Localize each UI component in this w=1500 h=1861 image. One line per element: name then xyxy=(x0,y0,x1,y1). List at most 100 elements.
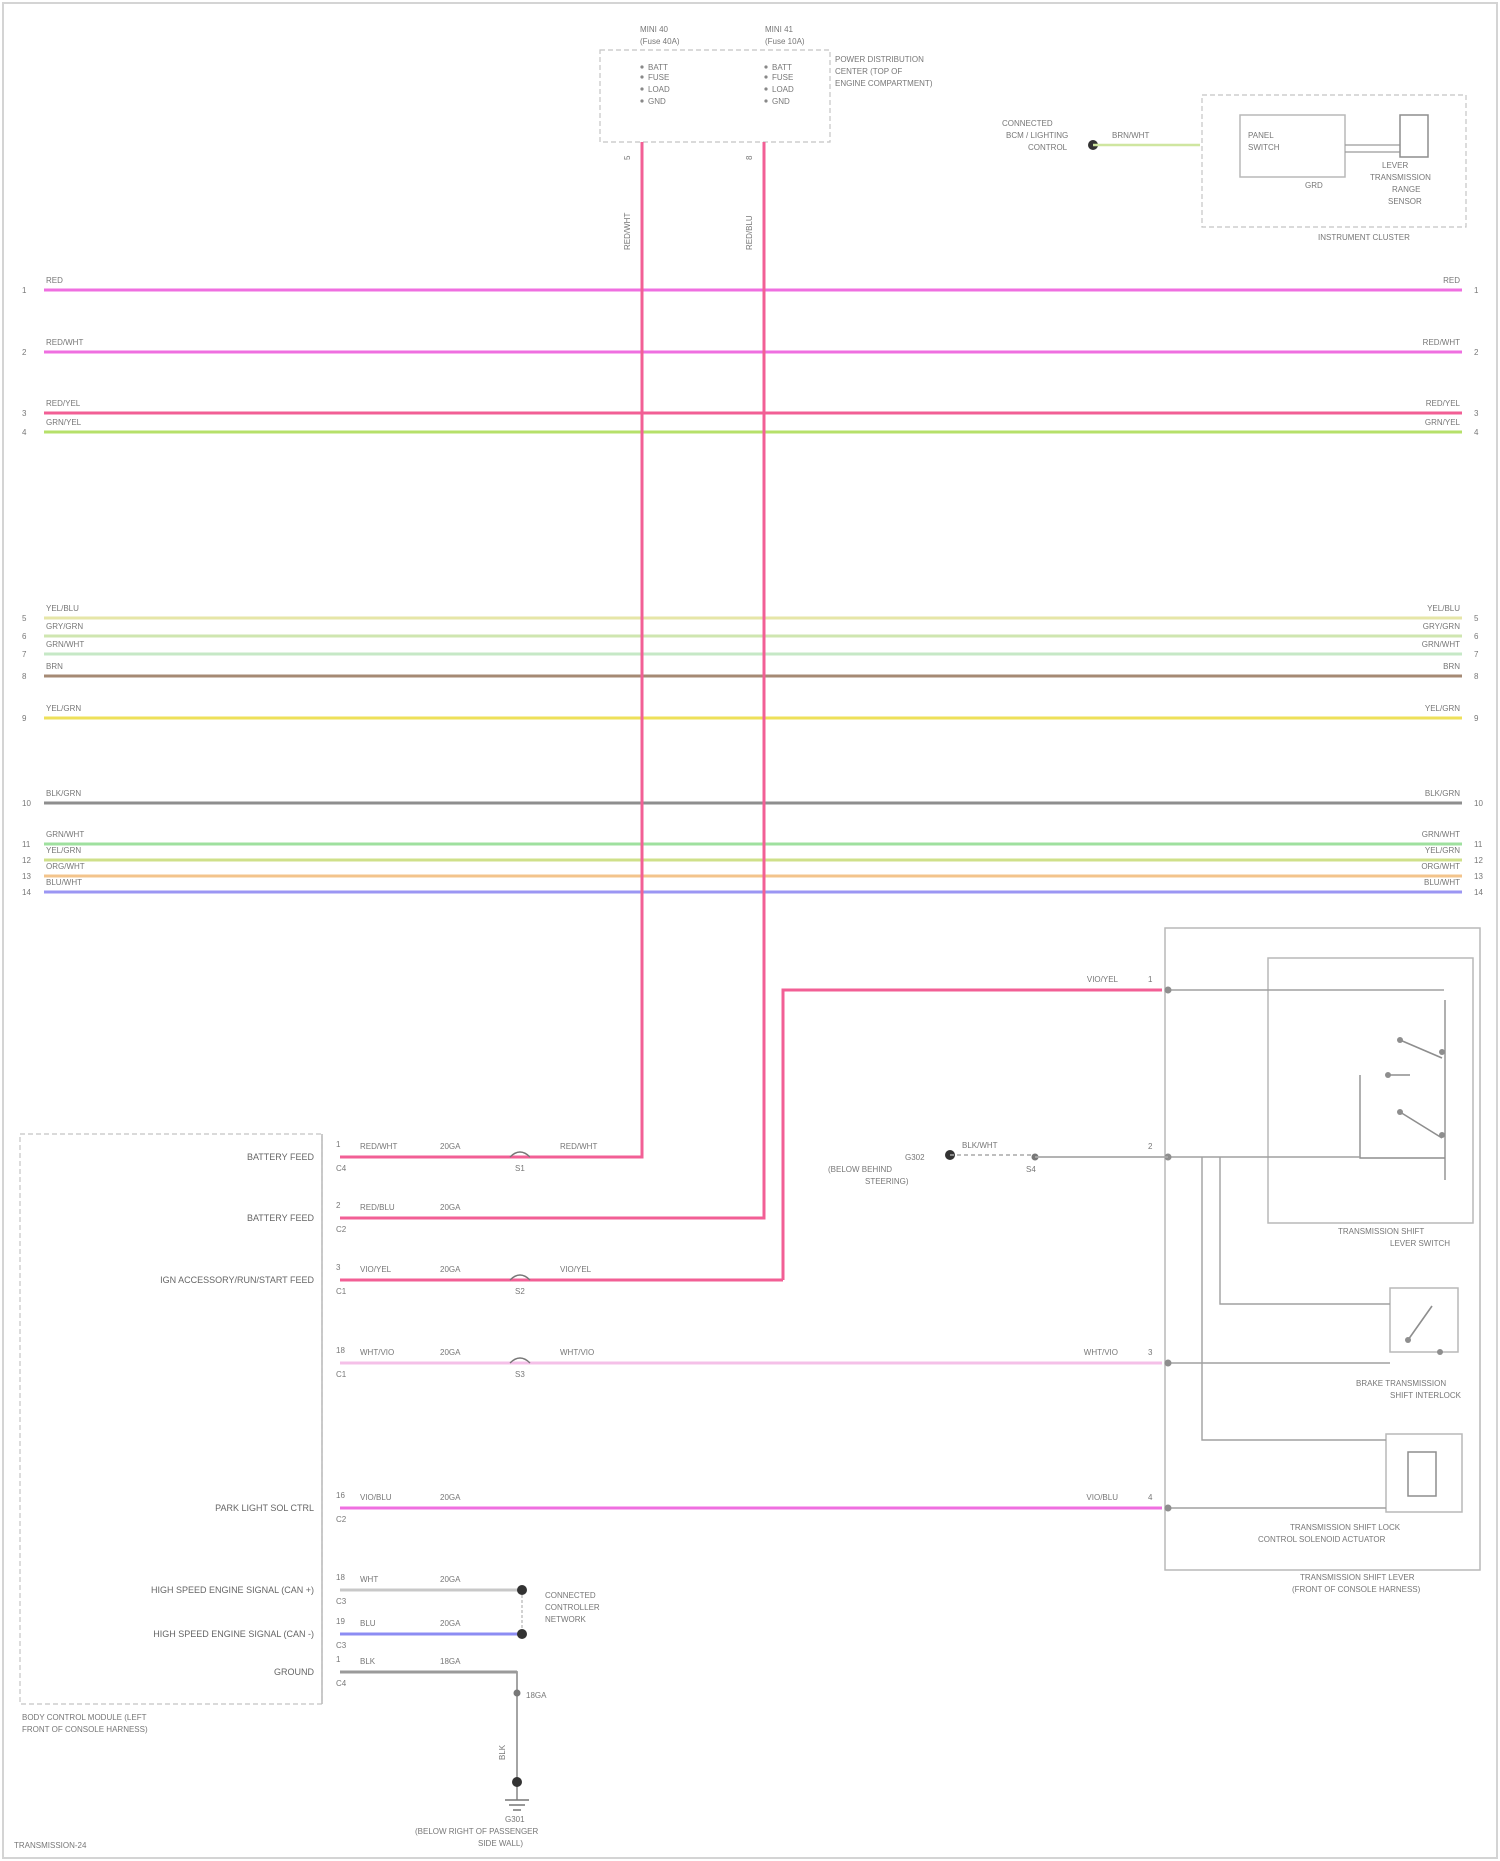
switch-pivot-2 xyxy=(1385,1072,1391,1078)
bus-label-left: GRY/GRN xyxy=(46,622,83,631)
bus-label-left: GRN/YEL xyxy=(46,418,82,427)
brake-switch-contact xyxy=(1408,1306,1432,1340)
bus-label-left: BLK/GRN xyxy=(46,789,81,798)
bus-pin-right: 13 xyxy=(1474,872,1483,881)
bus-line: 33RED/YELRED/YEL xyxy=(22,399,1479,418)
bcm-row-size: 18GA xyxy=(440,1657,461,1666)
ground-ref-1: G302 xyxy=(905,1153,925,1162)
diagram-frame xyxy=(3,3,1497,1858)
ground-name-3: SIDE WALL) xyxy=(478,1839,523,1848)
switch-contact-1 xyxy=(1400,1040,1442,1058)
bus-label-right: GRN/WHT xyxy=(1422,640,1460,649)
brake-caption-2: SHIFT INTERLOCK xyxy=(1390,1391,1462,1400)
bcm-row: 18C1WHT/VIO20GAS3WHT/VIO xyxy=(336,1346,1162,1379)
switch-caption-1: TRANSMISSION SHIFT xyxy=(1338,1227,1424,1236)
solenoid-box xyxy=(1386,1434,1462,1512)
bcm-caption-1: BODY CONTROL MODULE (LEFT xyxy=(22,1713,147,1722)
bcm-row-label: BATTERY FEED xyxy=(247,1152,315,1162)
bcm-row: PARK LIGHT SOL CTRL16C2VIO/BLU20GA xyxy=(215,1491,1162,1524)
shifter-caption-2: (FRONT OF CONSOLE HARNESS) xyxy=(1292,1585,1421,1594)
bcm-row-cavity: C2 xyxy=(336,1515,347,1524)
bcm-row-pin: 2 xyxy=(336,1201,341,1210)
bus-label-right: GRN/YEL xyxy=(1425,418,1461,427)
ground-name-2: (BELOW RIGHT OF PASSENGER xyxy=(415,1827,539,1836)
fuse-a-pin-label: GND xyxy=(648,97,666,106)
fuse-a-pin-dot xyxy=(640,65,643,68)
solenoid-caption-1: TRANSMISSION SHIFT LOCK xyxy=(1290,1523,1401,1532)
bus-pin-right: 12 xyxy=(1474,856,1483,865)
bus-line: 1111GRN/WHTGRN/WHT xyxy=(22,830,1483,849)
bcm-row-wire-label: VIO/BLU xyxy=(360,1493,392,1502)
bus-pin-right: 9 xyxy=(1474,714,1479,723)
fuse-b-pin-label: LOAD xyxy=(772,85,794,94)
fuse-a-pin-label: FUSE xyxy=(648,73,669,82)
bus-label-left: YEL/GRN xyxy=(46,846,81,855)
ground-wire-size: 18GA xyxy=(526,1691,547,1700)
fuse-box-label-2: CENTER (TOP OF xyxy=(835,67,902,76)
fuse-a-feed-wire xyxy=(530,142,642,1157)
bus-pin-right: 5 xyxy=(1474,614,1479,623)
shifter-pin-dot xyxy=(1165,1505,1172,1512)
bcm-row: HIGH SPEED ENGINE SIGNAL (CAN -)19C3BLU2… xyxy=(153,1617,522,1650)
tr-caption: INSTRUMENT CLUSTER xyxy=(1318,233,1410,242)
bcm-row-splice: S1 xyxy=(515,1164,525,1173)
bus-label-left: GRN/WHT xyxy=(46,640,84,649)
switch-point-3 xyxy=(1439,1132,1445,1138)
bus-label-left: RED xyxy=(46,276,63,285)
bus-pin-right: 8 xyxy=(1474,672,1479,681)
bcm-row-wire-label: RED/WHT xyxy=(360,1142,397,1151)
bus-pin-left: 4 xyxy=(22,428,27,437)
tr-source-1: CONNECTED xyxy=(1002,119,1053,128)
fuse-box-label-3: ENGINE COMPARTMENT) xyxy=(835,79,933,88)
ground-wire-label: BLK xyxy=(498,1744,507,1760)
bcm-row-pin: 1 xyxy=(336,1140,341,1149)
fuse-b-pin-dot xyxy=(764,75,767,78)
shifter-pin-number: 3 xyxy=(1148,1348,1153,1357)
bus-pin-right: 4 xyxy=(1474,428,1479,437)
bus-line: 11REDRED xyxy=(22,276,1479,295)
bcm-row-pin: 1 xyxy=(336,1655,341,1664)
switch-caption-2: LEVER SWITCH xyxy=(1390,1239,1450,1248)
bcm-row-size: 20GA xyxy=(440,1203,461,1212)
bus-label-right: GRY/GRN xyxy=(1423,622,1460,631)
bcm-row-wire2: VIO/YEL xyxy=(560,1265,592,1274)
fuse-a-pin-dot xyxy=(640,75,643,78)
bcm-row-cavity: C2 xyxy=(336,1225,347,1234)
bcm-row-cavity: C1 xyxy=(336,1287,347,1296)
bus-pin-right: 2 xyxy=(1474,348,1479,357)
bus-pin-left: 2 xyxy=(22,348,27,357)
bcm-caption-2: FRONT OF CONSOLE HARNESS) xyxy=(22,1725,148,1734)
shift-lever-assembly: TRANSMISSION SHIFT LEVER SWITCH BRAKE TR… xyxy=(828,928,1480,1594)
shifter-pin-wire-label: WHT/VIO xyxy=(1084,1348,1118,1357)
bcm-row-cavity: C3 xyxy=(336,1641,347,1650)
bcm-row-cavity: C3 xyxy=(336,1597,347,1606)
bcm-row-label: BATTERY FEED xyxy=(247,1213,315,1223)
shifter-ground-splice-label: S4 xyxy=(1026,1165,1036,1174)
bcm-row-wire-label: BLK xyxy=(360,1657,376,1666)
bcm-row-splice: S3 xyxy=(515,1370,525,1379)
bcm-row-size: 20GA xyxy=(440,1575,461,1584)
bus-label-right: RED/YEL xyxy=(1426,399,1461,408)
shifter-outer-box xyxy=(1165,928,1480,1570)
bcm-row-wire2: RED/WHT xyxy=(560,1142,597,1151)
bcm-row-wire-label: WHT/VIO xyxy=(360,1348,394,1357)
bcm-row-cavity: C4 xyxy=(336,1679,347,1688)
shifter-pin-number: 1 xyxy=(1148,975,1153,984)
bcm-row-pin: 3 xyxy=(336,1263,341,1272)
bus-pin-left: 9 xyxy=(22,714,27,723)
tr-source-2: BCM / LIGHTING xyxy=(1006,131,1068,140)
shifter-caption-1: TRANSMISSION SHIFT LEVER xyxy=(1300,1573,1415,1582)
bus-pin-right: 10 xyxy=(1474,799,1483,808)
bus-label-right: YEL/GRN xyxy=(1425,704,1460,713)
bcm-row-wire-label: WHT xyxy=(360,1575,378,1584)
bus-label-right: GRN/WHT xyxy=(1422,830,1460,839)
solenoid-coil-icon xyxy=(1408,1452,1436,1496)
fuse-box-label-1: POWER DISTRIBUTION xyxy=(835,55,924,64)
ground-terminal-dot xyxy=(512,1777,522,1787)
bus-label-right: YEL/BLU xyxy=(1427,604,1460,613)
brake-switch-box xyxy=(1390,1288,1458,1352)
bus-line: 4 4 GRN/YEL GRN/YEL xyxy=(22,418,1479,437)
